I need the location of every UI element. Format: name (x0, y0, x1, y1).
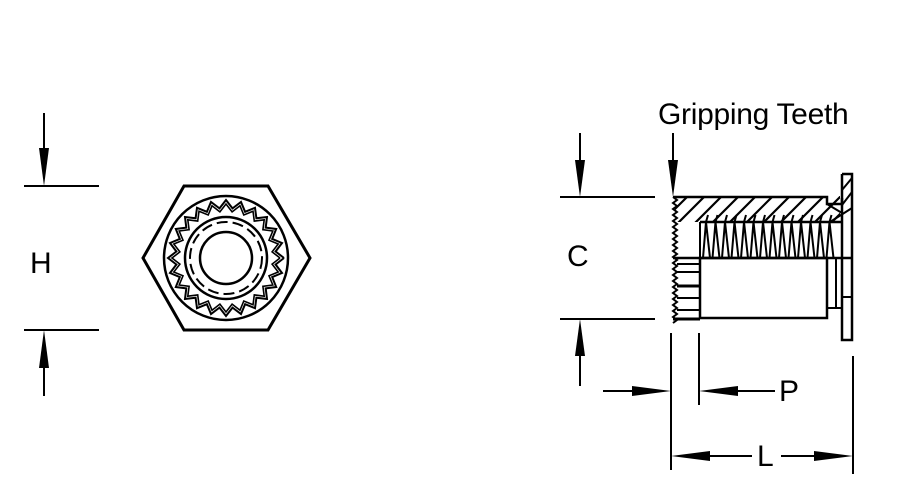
thread-dashed-circle (189, 221, 263, 295)
serration-teeth (166, 198, 285, 318)
p-arrow-right-icon (699, 386, 738, 396)
label-c: C (567, 240, 589, 273)
label-p: P (779, 375, 800, 408)
dimension-h (24, 113, 99, 396)
side-section-view (671, 172, 854, 342)
serration-teeth-inner (170, 202, 281, 314)
h-arrow-bottom-icon (39, 330, 49, 368)
end-view-hex (141, 184, 312, 332)
gripping-teeth-rings (677, 263, 700, 311)
flange-outline (840, 172, 854, 342)
p-arrow-left-icon (632, 386, 671, 396)
bore-circle (198, 230, 254, 286)
l-arrow-left-icon (671, 451, 710, 461)
label-h: H (30, 247, 52, 280)
c-arrow-top-icon (575, 160, 585, 197)
serration-outer-circle (162, 194, 290, 322)
dimension-l (671, 356, 854, 474)
flange-transition (826, 203, 853, 223)
label-gripping-teeth: Gripping Teeth (658, 98, 849, 131)
h-arrow-top-icon (39, 148, 49, 186)
flange-hatch-1 (841, 177, 853, 191)
c-arrow-bottom-icon (575, 319, 585, 356)
dimension-c (560, 133, 655, 386)
thread-outer-circle (183, 215, 269, 301)
label-l: L (757, 440, 774, 473)
gripping-teeth-profile (671, 196, 701, 324)
gripping-teeth-arrow-icon (668, 160, 678, 197)
shank-bore (698, 256, 829, 320)
dimension-p (603, 333, 775, 470)
flange-hatch-2 (841, 191, 853, 206)
l-arrow-right-icon (814, 451, 853, 461)
gripping-teeth-leader (668, 133, 678, 197)
hex-outline (141, 184, 312, 332)
